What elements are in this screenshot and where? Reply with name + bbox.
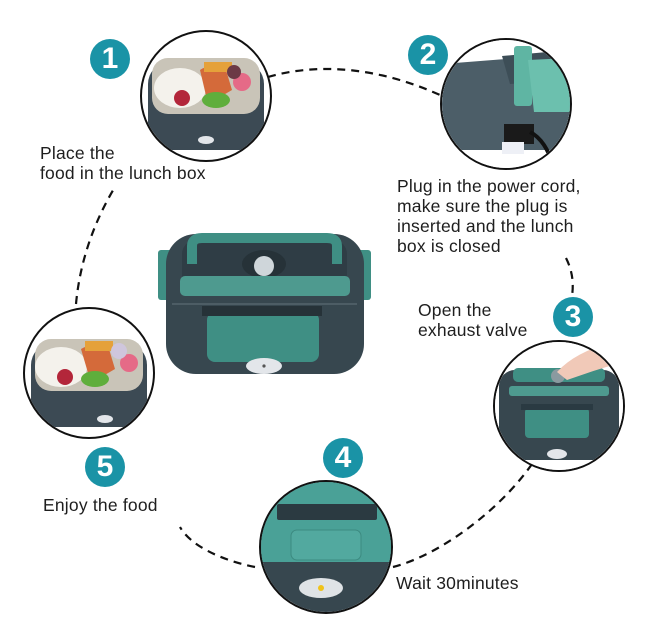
step-2-label-line: Plug in the power cord, [397,176,581,196]
step-4-label: Wait 30minutes [396,573,519,593]
step-2-label: Plug in the power cord, make sure the pl… [397,176,581,256]
step-1-badge: 1 [90,39,130,79]
step-2-label-line: box is closed [397,236,501,256]
path-3-to-4 [392,463,533,569]
center-lunch-box-image [152,220,377,380]
path-2-to-3 [565,257,574,297]
step-1-label-line: food in the lunch box [40,163,206,183]
step-1-label: Place the food in the lunch box [40,143,206,183]
step-3-image [493,340,625,472]
step-2-label-line: make sure the plug is [397,196,568,216]
step-4-image [259,480,393,614]
path-4-to-5 [179,526,256,569]
step-1-label-line: Place the [40,143,115,163]
step-3-label-line: Open the [418,300,492,320]
step-2-image [440,38,572,170]
step-5-label: Enjoy the food [43,495,158,515]
step-5-image [23,307,155,439]
step-3-badge: 3 [553,297,593,337]
step-2-label-line: inserted and the lunch [397,216,574,236]
step-2-badge: 2 [408,35,448,75]
step-1-image [140,30,272,162]
step-5-badge: 5 [85,447,125,487]
step-3-label-line: exhaust valve [418,320,528,340]
step-5-label-line: Enjoy the food [43,495,158,515]
path-1-to-2 [267,67,441,97]
step-4-label-line: Wait 30minutes [396,573,519,593]
step-3-label: Open the exhaust valve [418,300,528,340]
step-4-badge: 4 [323,438,363,478]
path-5-to-1 [74,186,116,305]
